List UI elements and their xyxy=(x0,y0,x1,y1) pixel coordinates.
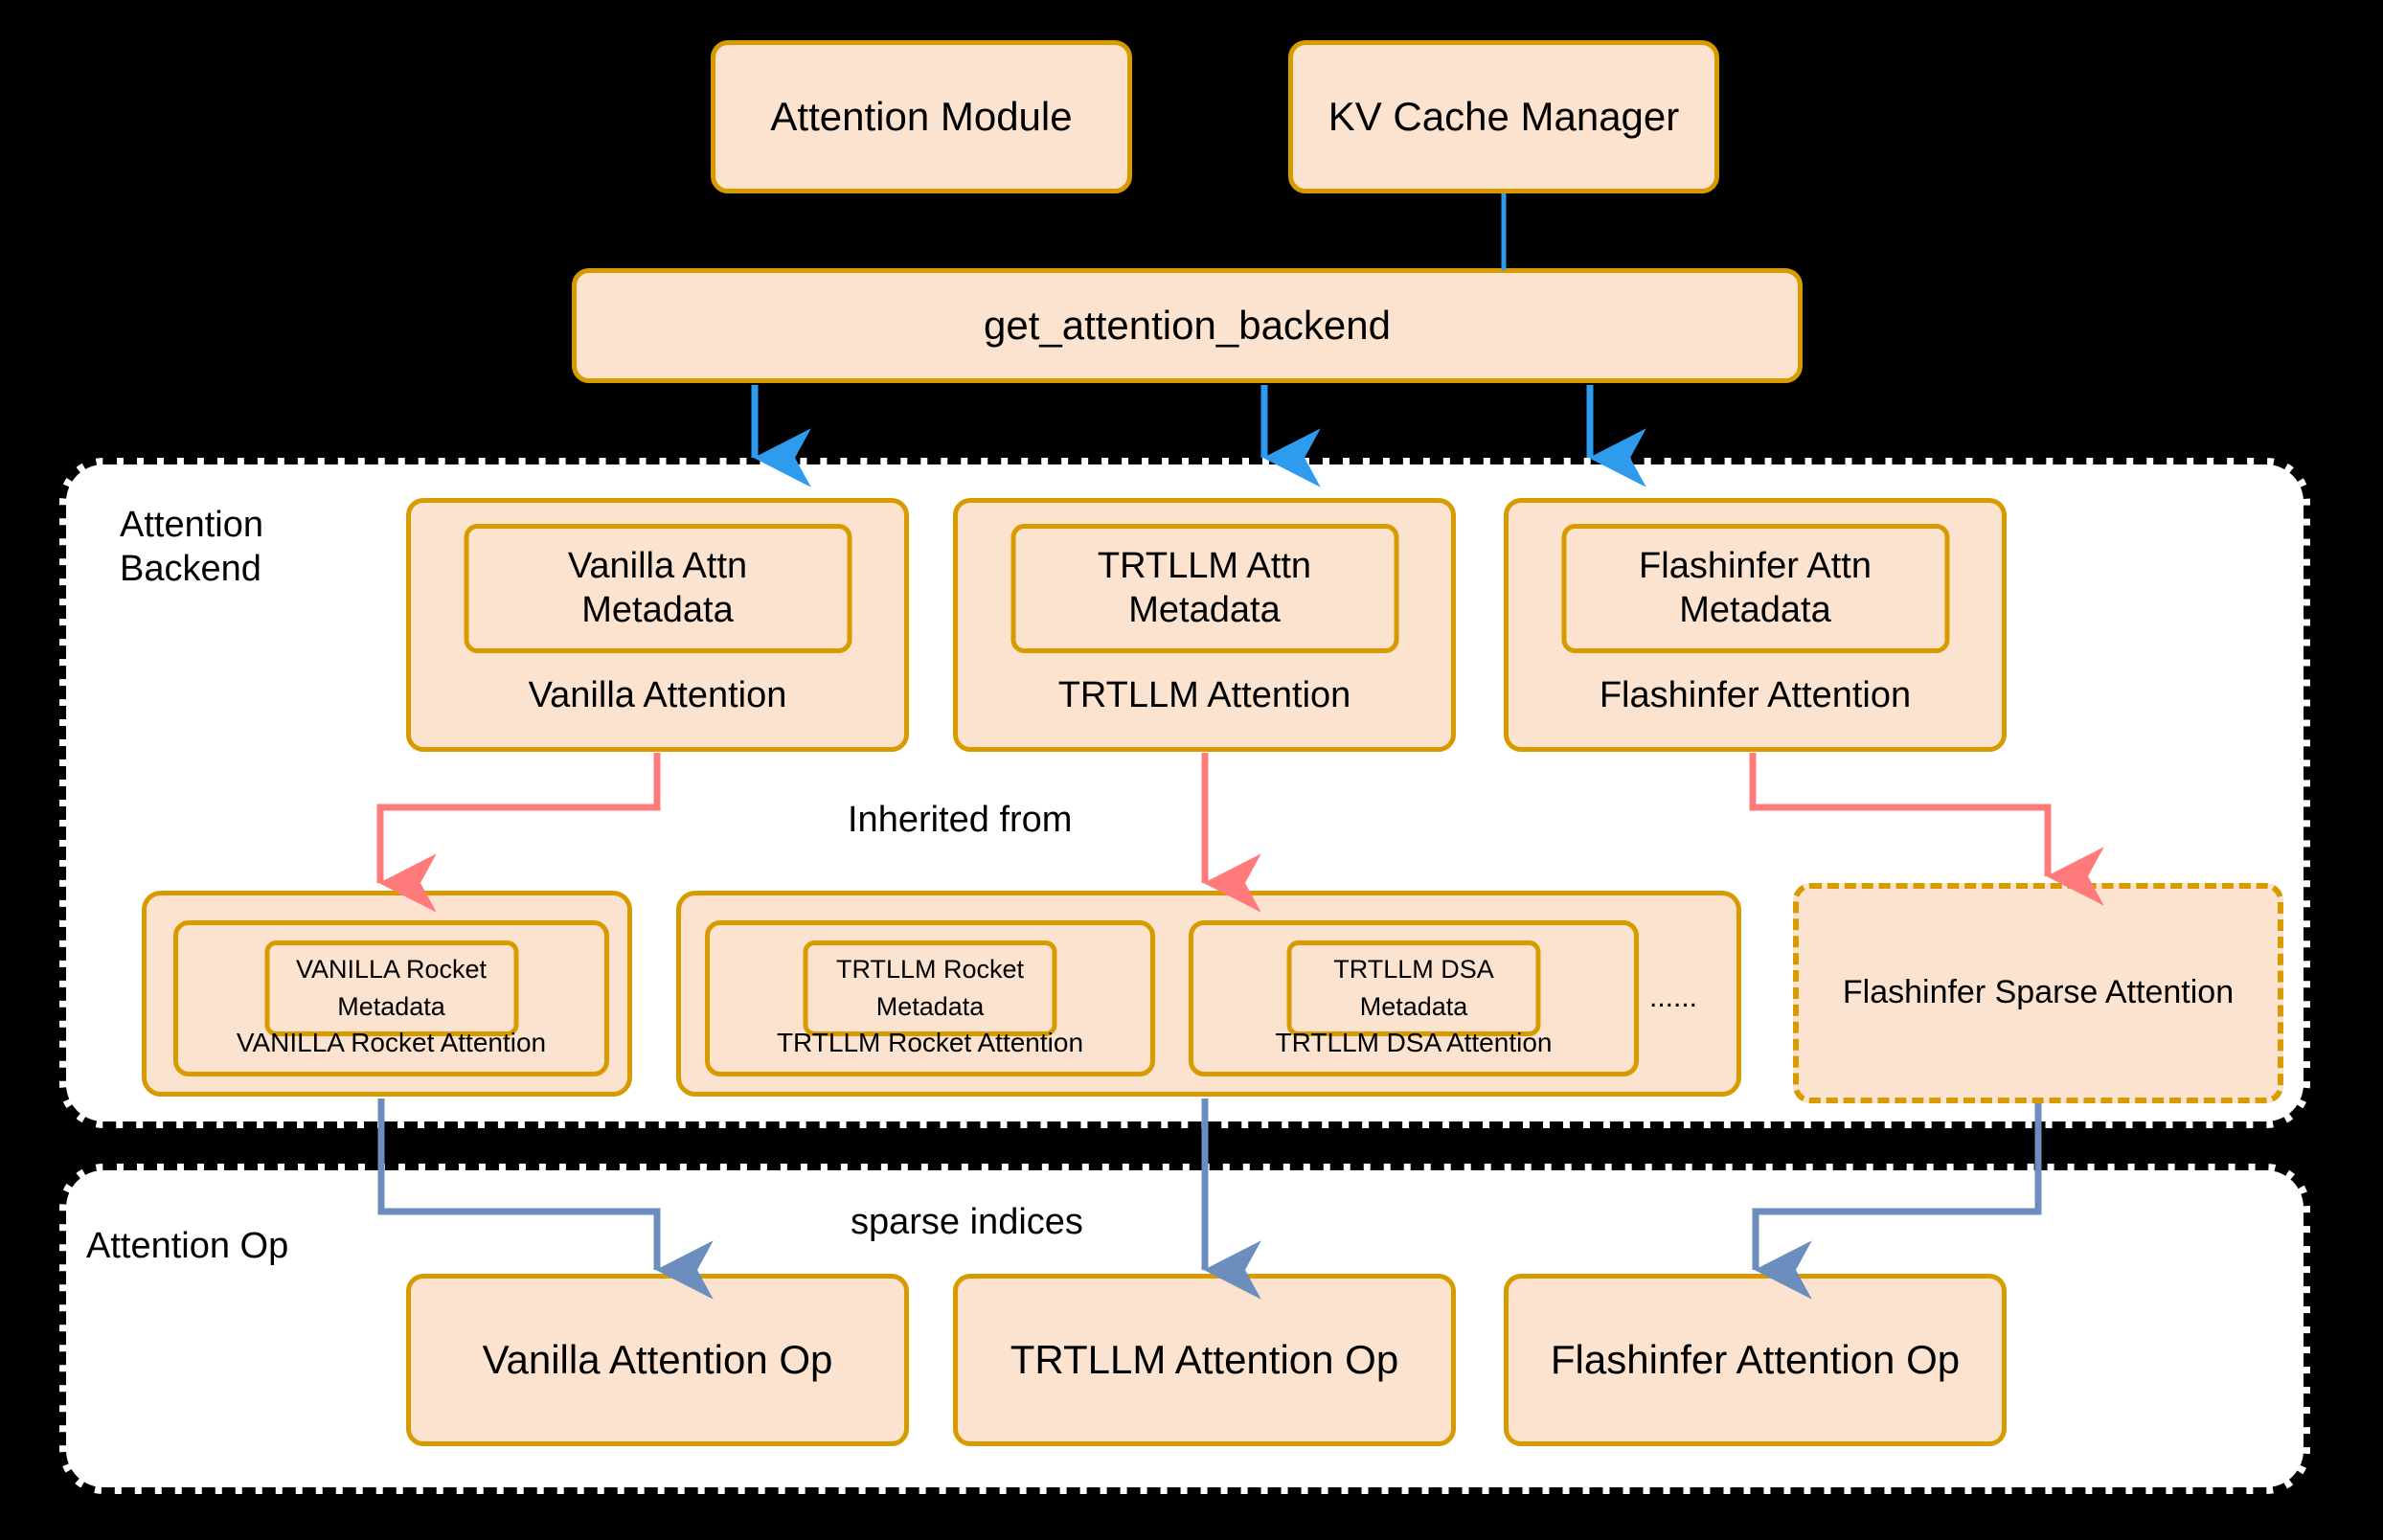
trtllm-rocket-metadata-line2: Metadata xyxy=(875,992,985,1021)
vanilla-attention-label: Vanilla Attention xyxy=(528,675,787,715)
vanilla-rocket-metadata-line2: Metadata xyxy=(337,992,445,1021)
get-attention-backend-label: get_attention_backend xyxy=(983,302,1392,348)
vanilla-attention-op-label: Vanilla Attention Op xyxy=(482,1336,833,1382)
trtllm-attn-metadata-box: TRTLLM Attn Metadata xyxy=(1010,524,1398,653)
backend-card-vanilla[interactable]: Vanilla Attn Metadata Vanilla Attention xyxy=(406,498,909,752)
sparse-group-vanilla[interactable]: VANILLA Rocket Metadata VANILLA Rocket A… xyxy=(142,891,632,1097)
kv-cache-manager-label: KV Cache Manager xyxy=(1328,93,1680,139)
vanilla-rocket-metadata-line1: VANILLA Rocket xyxy=(295,954,488,984)
vanilla-attn-metadata-box: Vanilla Attn Metadata xyxy=(464,524,851,653)
sparse-card-trtllm-dsa[interactable]: TRTLLM DSA Metadata TRTLLM DSA Attention xyxy=(1189,920,1639,1076)
flashinfer-attention-label: Flashinfer Attention xyxy=(1599,675,1912,715)
flashinfer-sparse-attention-node[interactable]: Flashinfer Sparse Attention xyxy=(1793,883,2283,1103)
trtllm-dsa-metadata-line2: Metadata xyxy=(1359,992,1468,1021)
inherited-from-label: Inherited from xyxy=(848,800,1073,840)
kv-cache-manager-node[interactable]: KV Cache Manager xyxy=(1288,40,1719,193)
trtllm-attention-op-label: TRTLLM Attention Op xyxy=(1010,1336,1399,1382)
sparse-indices-label: sparse indices xyxy=(851,1202,1083,1242)
trtllm-attn-metadata-label: TRTLLM Attn Metadata xyxy=(1097,545,1312,630)
flashinfer-sparse-attention-label: Flashinfer Sparse Attention xyxy=(1842,974,2235,1011)
flashinfer-attention-op-label: Flashinfer Attention Op xyxy=(1550,1336,1961,1382)
trtllm-dsa-metadata-line1: TRTLLM DSA xyxy=(1333,954,1494,984)
op-card-trtllm[interactable]: TRTLLM Attention Op xyxy=(953,1274,1456,1446)
backend-card-flashinfer[interactable]: Flashinfer Attn Metadata Flashinfer Atte… xyxy=(1504,498,2007,752)
vanilla-rocket-metadata-box: VANILLA Rocket Metadata xyxy=(264,940,518,1036)
trtllm-dsa-metadata-box: TRTLLM DSA Metadata xyxy=(1286,940,1541,1036)
sparse-card-vanilla-rocket[interactable]: VANILLA Rocket Metadata VANILLA Rocket A… xyxy=(173,920,609,1076)
attention-backend-title: Attention Backend xyxy=(120,505,263,590)
attention-module-node[interactable]: Attention Module xyxy=(711,40,1132,193)
get-attention-backend-node[interactable]: get_attention_backend xyxy=(572,268,1803,383)
vanilla-rocket-attention-label: VANILLA Rocket Attention xyxy=(236,1028,547,1057)
sparse-ellipsis-label: ...... xyxy=(1649,982,1698,1013)
op-card-flashinfer[interactable]: Flashinfer Attention Op xyxy=(1504,1274,2007,1446)
trtllm-rocket-metadata-line1: TRTLLM Rocket xyxy=(835,954,1025,984)
vanilla-attn-metadata-label: Vanilla Attn Metadata xyxy=(567,545,748,630)
flashinfer-attn-metadata-box: Flashinfer Attn Metadata xyxy=(1561,524,1949,653)
attention-module-label: Attention Module xyxy=(770,93,1073,139)
trtllm-attention-label: TRTLLM Attention xyxy=(1057,675,1351,715)
trtllm-dsa-attention-label: TRTLLM DSA Attention xyxy=(1275,1028,1553,1057)
sparse-group-trtllm[interactable]: TRTLLM Rocket Metadata TRTLLM Rocket Att… xyxy=(676,891,1741,1097)
backend-card-trtllm[interactable]: TRTLLM Attn Metadata TRTLLM Attention xyxy=(953,498,1456,752)
op-card-vanilla[interactable]: Vanilla Attention Op xyxy=(406,1274,909,1446)
trtllm-rocket-attention-label: TRTLLM Rocket Attention xyxy=(776,1028,1084,1057)
trtllm-rocket-metadata-box: TRTLLM Rocket Metadata xyxy=(803,940,1057,1036)
attention-op-title: Attention Op xyxy=(86,1226,289,1266)
sparse-card-trtllm-rocket[interactable]: TRTLLM Rocket Metadata TRTLLM Rocket Att… xyxy=(705,920,1155,1076)
flashinfer-attn-metadata-label: Flashinfer Attn Metadata xyxy=(1639,545,1872,630)
